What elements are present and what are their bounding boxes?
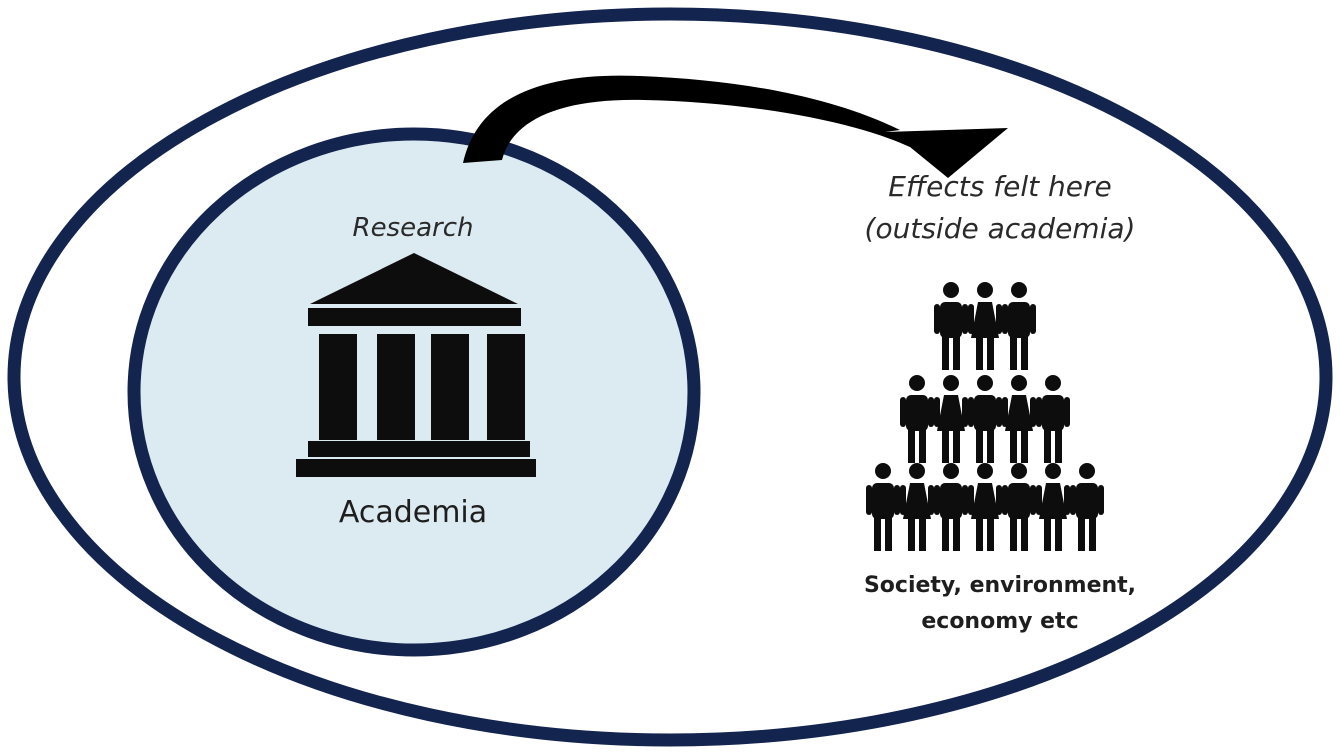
person-figure: [1036, 375, 1070, 463]
person-figure: [900, 375, 934, 463]
society-label-line1: Society, environment,: [863, 573, 1137, 598]
person-figure: [1002, 375, 1036, 463]
person-figure: [1002, 463, 1036, 551]
effects-label-line1: Effects felt here: [888, 170, 1112, 203]
curved-arrow: [463, 75, 1008, 178]
person-figure: [968, 375, 1002, 463]
person-figure: [1002, 282, 1036, 370]
person-figure: [900, 463, 934, 551]
person-figure: [934, 463, 968, 551]
effects-label: Effects felt here (outside academia): [780, 166, 1220, 250]
person-figure: [968, 463, 1002, 551]
person-figure: [1036, 463, 1070, 551]
effects-label-line2: (outside academia): [864, 212, 1136, 245]
institution-building-icon: [296, 253, 536, 477]
person-figure: [968, 282, 1002, 370]
person-figure: [1070, 463, 1104, 551]
person-figure: [866, 463, 900, 551]
person-figure: [934, 375, 968, 463]
society-label-line2: economy etc: [921, 609, 1079, 634]
research-label: Research: [352, 213, 474, 243]
people-group-icon: [866, 282, 1104, 551]
academia-label: Academia: [338, 495, 488, 530]
person-figure: [934, 282, 968, 370]
society-label: Society, environment, economy etc: [750, 568, 1250, 640]
